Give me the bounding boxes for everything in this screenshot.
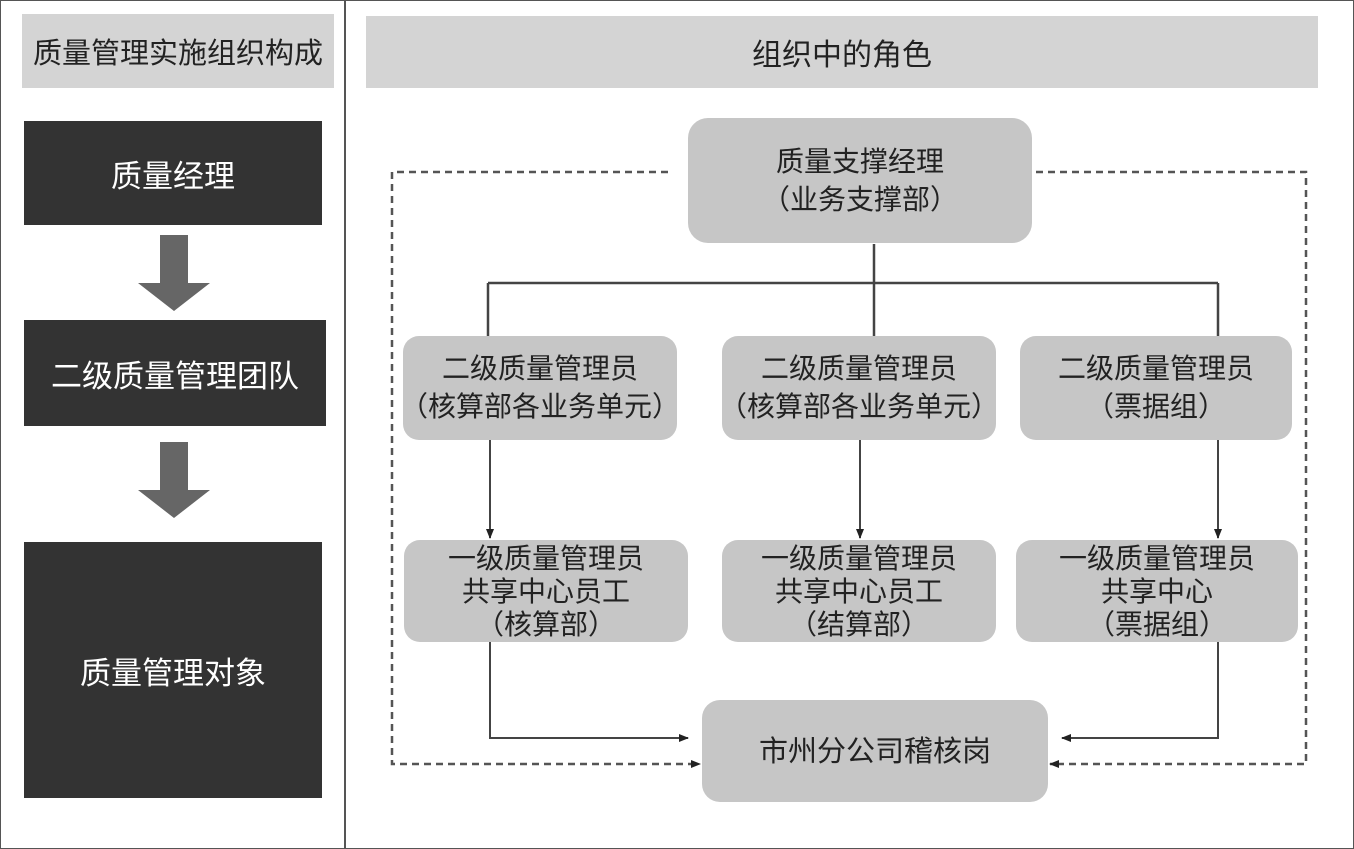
node-level2-admin-1: 二级质量管理员 （核算部各业务单元） — [400, 336, 681, 440]
left-panel-header: 质量管理实施组织构成 — [22, 14, 334, 88]
node-level2-admin-2: 二级质量管理员 （核算部各业务单元） — [719, 336, 1000, 440]
node-line: （核算部各业务单元） — [719, 390, 1000, 423]
stage-quality-manager: 质量经理 — [24, 121, 322, 225]
node-level1-admin-1: 一级质量管理员 共享中心员工 （核算部） — [404, 540, 688, 642]
dashed-connector — [1036, 170, 1308, 768]
right-panel-header: 组织中的角色 — [366, 16, 1318, 88]
node-line: （票据组） — [1086, 607, 1227, 641]
node-level2-admin-3: 二级质量管理员 （票据组） — [1020, 336, 1292, 440]
node-city-audit-post: 市州分公司稽核岗 — [702, 700, 1048, 802]
node-line: 一级质量管理员 — [760, 541, 957, 575]
stage-level2-team: 二级质量管理团队 — [24, 320, 326, 426]
tree-connector — [486, 244, 1220, 336]
node-level1-admin-3: 一级质量管理员 共享中心 （票据组） — [1016, 540, 1298, 642]
down-arrow-icon — [138, 235, 210, 311]
node-line: （核算部各业务单元） — [400, 390, 681, 423]
stage-management-object: 质量管理对象 — [24, 542, 322, 798]
node-line: 一级质量管理员 — [447, 541, 644, 575]
node-line: （结算部） — [788, 607, 929, 641]
arrow-connector — [1061, 642, 1219, 742]
node-line: 二级质量管理员 — [760, 352, 957, 385]
panel-divider — [344, 0, 346, 849]
node-line: 质量支撑经理 — [775, 144, 944, 178]
down-arrow-icon — [138, 442, 210, 518]
node-quality-support-manager: 质量支撑经理 （业务支撑部） — [688, 118, 1032, 243]
dashed-connector — [390, 170, 701, 768]
node-line: 共享中心员工 — [461, 574, 630, 608]
node-line: 二级质量管理员 — [441, 352, 638, 385]
node-line: 共享中心 — [1100, 574, 1213, 608]
node-line: （票据组） — [1085, 390, 1226, 423]
node-level1-admin-2: 一级质量管理员 共享中心员工 （结算部） — [722, 540, 996, 642]
node-line: 二级质量管理员 — [1057, 352, 1254, 385]
arrow-connector — [489, 642, 689, 742]
node-line: （业务支撑部） — [761, 182, 958, 216]
node-line: （核算部） — [475, 607, 616, 641]
node-line: 一级质量管理员 — [1058, 541, 1255, 575]
node-line: 市州分公司稽核岗 — [758, 734, 991, 768]
node-line: 共享中心员工 — [774, 574, 943, 608]
